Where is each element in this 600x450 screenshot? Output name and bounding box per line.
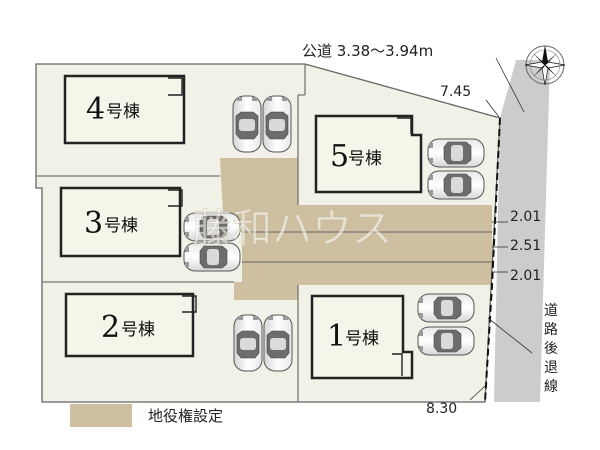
setback-char: 道 bbox=[544, 303, 558, 319]
car-icon bbox=[417, 293, 475, 323]
car-icon bbox=[427, 138, 485, 168]
building-1-suffix: 号棟 bbox=[345, 329, 379, 349]
setback-label: 道 路 後 退 線 bbox=[544, 303, 558, 395]
road-leader bbox=[495, 57, 525, 113]
building-5: 5 号棟 bbox=[314, 114, 423, 194]
building-2-number: 2 bbox=[101, 310, 120, 345]
car-icon bbox=[264, 315, 292, 371]
building-2-suffix: 号棟 bbox=[121, 320, 155, 340]
building-2: 2 号棟 bbox=[64, 292, 197, 358]
setback-line bbox=[484, 117, 501, 403]
building-4-number: 4 bbox=[86, 92, 105, 127]
building-1-number: 1 bbox=[327, 319, 346, 354]
building-3-suffix: 号棟 bbox=[104, 216, 138, 236]
car-icon bbox=[234, 315, 262, 371]
dimension-mid1: 2.01 bbox=[510, 209, 541, 225]
dimension-mid3: 2.01 bbox=[510, 268, 541, 284]
building-4: 4 号棟 bbox=[63, 74, 186, 145]
easement-area bbox=[220, 158, 492, 300]
watermark: 藤和ハウス bbox=[192, 206, 392, 252]
public-road bbox=[494, 60, 550, 402]
car-icon bbox=[233, 96, 261, 152]
lot-lines bbox=[35, 63, 501, 403]
compass-rose-icon bbox=[524, 45, 566, 86]
car-icon bbox=[263, 96, 291, 152]
building-3: 3 号棟 bbox=[59, 186, 183, 258]
car-icon bbox=[417, 326, 475, 356]
dimension-leaders bbox=[469, 99, 533, 401]
dimension-bottom: 8.30 bbox=[426, 401, 457, 417]
building-1: 1 号棟 bbox=[310, 294, 414, 380]
building-3-number: 3 bbox=[84, 206, 103, 241]
setback-char: 後 bbox=[544, 341, 558, 357]
setback-char: 退 bbox=[544, 360, 558, 376]
dimension-mid2: 2.51 bbox=[510, 238, 541, 254]
setback-char: 路 bbox=[544, 322, 558, 338]
legend-label: 地役権設定 bbox=[148, 407, 223, 425]
setback-char: 線 bbox=[544, 379, 558, 395]
road-label: 公道 3.38〜3.94m bbox=[302, 42, 433, 60]
dimension-top: 7.45 bbox=[440, 84, 471, 100]
building-4-suffix: 号棟 bbox=[106, 102, 140, 122]
building-5-number: 5 bbox=[330, 139, 349, 174]
building-5-suffix: 号棟 bbox=[348, 149, 382, 169]
legend-swatch bbox=[70, 404, 132, 427]
car-icon bbox=[427, 170, 485, 200]
